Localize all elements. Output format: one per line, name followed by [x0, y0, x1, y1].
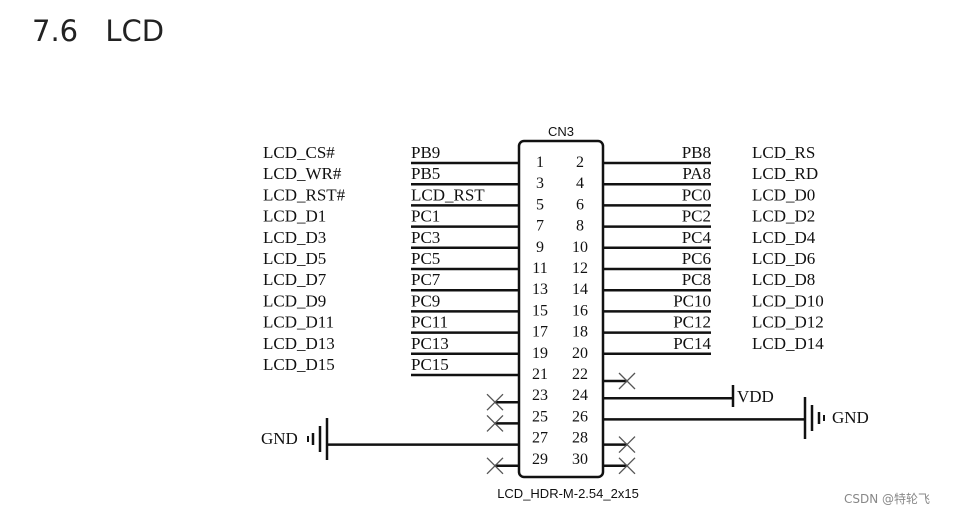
net-label-right: LCD_RD [752, 164, 818, 183]
no-connect-icon [619, 458, 635, 474]
port-label-left: PB5 [411, 164, 440, 183]
pins-layer: LCD_CS#PB91LCD_WR#PB53LCD_RST#LCD_RST5LC… [263, 143, 824, 474]
pin-number: 24 [572, 387, 588, 404]
net-label-right: LCD_D14 [752, 334, 824, 353]
port-label-right: PC8 [682, 270, 711, 289]
net-label-left: LCD_D5 [263, 249, 326, 268]
pin-number: 2 [576, 154, 584, 171]
net-label-left: LCD_D1 [263, 207, 326, 226]
pin-number: 6 [576, 196, 584, 213]
net-label-left: LCD_D3 [263, 228, 326, 247]
no-connect-icon [619, 437, 635, 453]
net-label-left: LCD_RST# [263, 185, 346, 204]
pin-number: 25 [532, 408, 548, 425]
pin-number: 1 [536, 154, 544, 171]
net-label-left: LCD_D13 [263, 334, 335, 353]
port-label-left: PC5 [411, 249, 440, 268]
pin-number: 19 [532, 345, 548, 362]
ground-symbol-right [805, 397, 824, 439]
port-label-left: LCD_RST [411, 185, 485, 204]
pin-number: 9 [536, 239, 544, 256]
net-label-left: LCD_D15 [263, 355, 335, 374]
port-label-left: PB9 [411, 143, 440, 162]
port-label-left: PC3 [411, 228, 440, 247]
no-connect-icon [487, 394, 503, 410]
port-label-right: PC0 [682, 185, 711, 204]
net-label-left: LCD_CS# [263, 143, 335, 162]
pin-number: 16 [572, 302, 588, 319]
port-label-right: PB8 [682, 143, 711, 162]
port-label-right: PC12 [673, 313, 711, 332]
section-number: 7.6 [32, 14, 79, 48]
pin-number: 13 [532, 281, 548, 298]
connector-part: LCD_HDR-M-2.54_2x15 [497, 486, 639, 501]
pin-number: 4 [576, 175, 584, 192]
net-label-right: LCD_D6 [752, 249, 815, 268]
net-label-right: LCD_D2 [752, 207, 815, 226]
pin-number: 14 [572, 281, 588, 298]
port-label-right: PA8 [682, 164, 711, 183]
pin-number: 21 [532, 366, 548, 383]
no-connect-icon [487, 458, 503, 474]
connector-body [519, 141, 603, 477]
pin-number: 29 [532, 451, 548, 468]
port-label-left: PC11 [411, 313, 448, 332]
connector-ref: CN3 [548, 124, 574, 139]
net-label-right: LCD_RS [752, 143, 815, 162]
port-label-right: PC4 [682, 228, 712, 247]
port-label-right: PC10 [673, 291, 711, 310]
gnd-label-right: GND [832, 408, 869, 427]
gnd-label-left: GND [261, 429, 298, 448]
pin-number: 5 [536, 196, 544, 213]
pin-number: 20 [572, 345, 588, 362]
port-label-right: PC6 [682, 249, 711, 268]
port-label-left: PC13 [411, 334, 449, 353]
pin-number: 12 [572, 260, 588, 277]
pin-number: 8 [576, 218, 584, 235]
no-connect-icon [487, 415, 503, 431]
no-connect-icon [619, 373, 635, 389]
net-label-left: LCD_WR# [263, 164, 342, 183]
pin-number: 11 [532, 260, 547, 277]
pin-number: 27 [532, 430, 548, 447]
pin-number: 23 [532, 387, 548, 404]
pin-number: 26 [572, 408, 588, 425]
section-heading: 7.6 LCD [32, 14, 164, 48]
port-label-left: PC1 [411, 207, 440, 226]
net-label-right: LCD_D4 [752, 228, 816, 247]
net-label-left: LCD_D9 [263, 291, 326, 310]
section-title: LCD [105, 14, 165, 48]
net-label-right: LCD_D12 [752, 313, 824, 332]
port-label-right: PC14 [673, 334, 711, 353]
port-label-left: PC7 [411, 270, 441, 289]
pin-number: 30 [572, 451, 588, 468]
net-label-right: LCD_D0 [752, 185, 815, 204]
port-label-left: PC9 [411, 291, 440, 310]
vdd-label: VDD [737, 387, 774, 406]
pin-number: 15 [532, 302, 548, 319]
net-label-left: LCD_D7 [263, 270, 327, 289]
ground-symbol-left [308, 418, 327, 460]
pin-number: 3 [536, 175, 544, 192]
pin-number: 18 [572, 324, 588, 341]
pin-number: 10 [572, 239, 588, 256]
pin-number: 7 [536, 218, 544, 235]
port-label-right: PC2 [682, 207, 711, 226]
pin-number: 22 [572, 366, 588, 383]
pin-number: 17 [532, 324, 548, 341]
watermark: CSDN @特轮飞 [844, 491, 930, 506]
port-label-left: PC15 [411, 355, 449, 374]
net-label-left: LCD_D11 [263, 313, 334, 332]
net-label-right: LCD_D8 [752, 270, 815, 289]
pin-number: 28 [572, 430, 588, 447]
net-label-right: LCD_D10 [752, 291, 824, 310]
